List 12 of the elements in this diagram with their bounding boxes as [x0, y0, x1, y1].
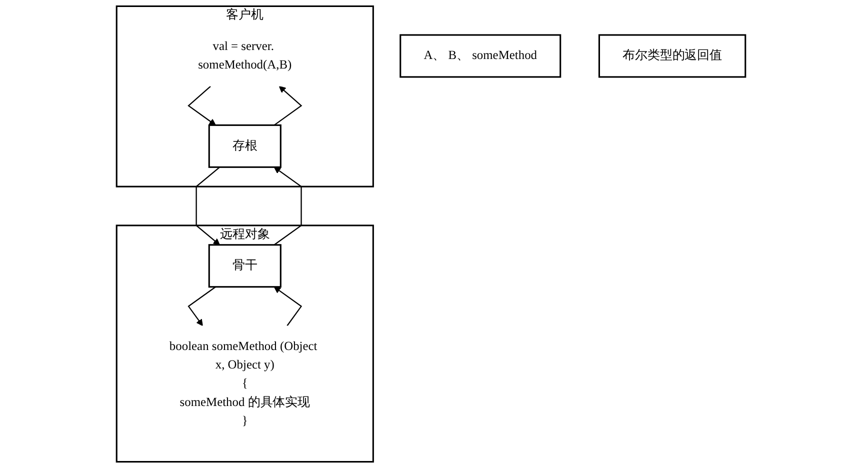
- node-box: 布尔类型的返回值: [598, 34, 746, 78]
- arrow: [274, 86, 302, 126]
- node-text: val = server. someMethod(A,B): [198, 40, 292, 72]
- arrow: [274, 166, 302, 246]
- node-box: A、 B、 someMethod: [400, 34, 562, 78]
- node-box: 存根: [208, 124, 282, 168]
- arrow: [274, 286, 302, 326]
- node-box: 骨干: [208, 244, 282, 288]
- arrow: [196, 166, 220, 246]
- node-text: boolean someMethod (Object x, Object y) { someMethod 的具体实现 }: [169, 340, 318, 428]
- arrow: [188, 86, 216, 126]
- arrow: [188, 286, 216, 326]
